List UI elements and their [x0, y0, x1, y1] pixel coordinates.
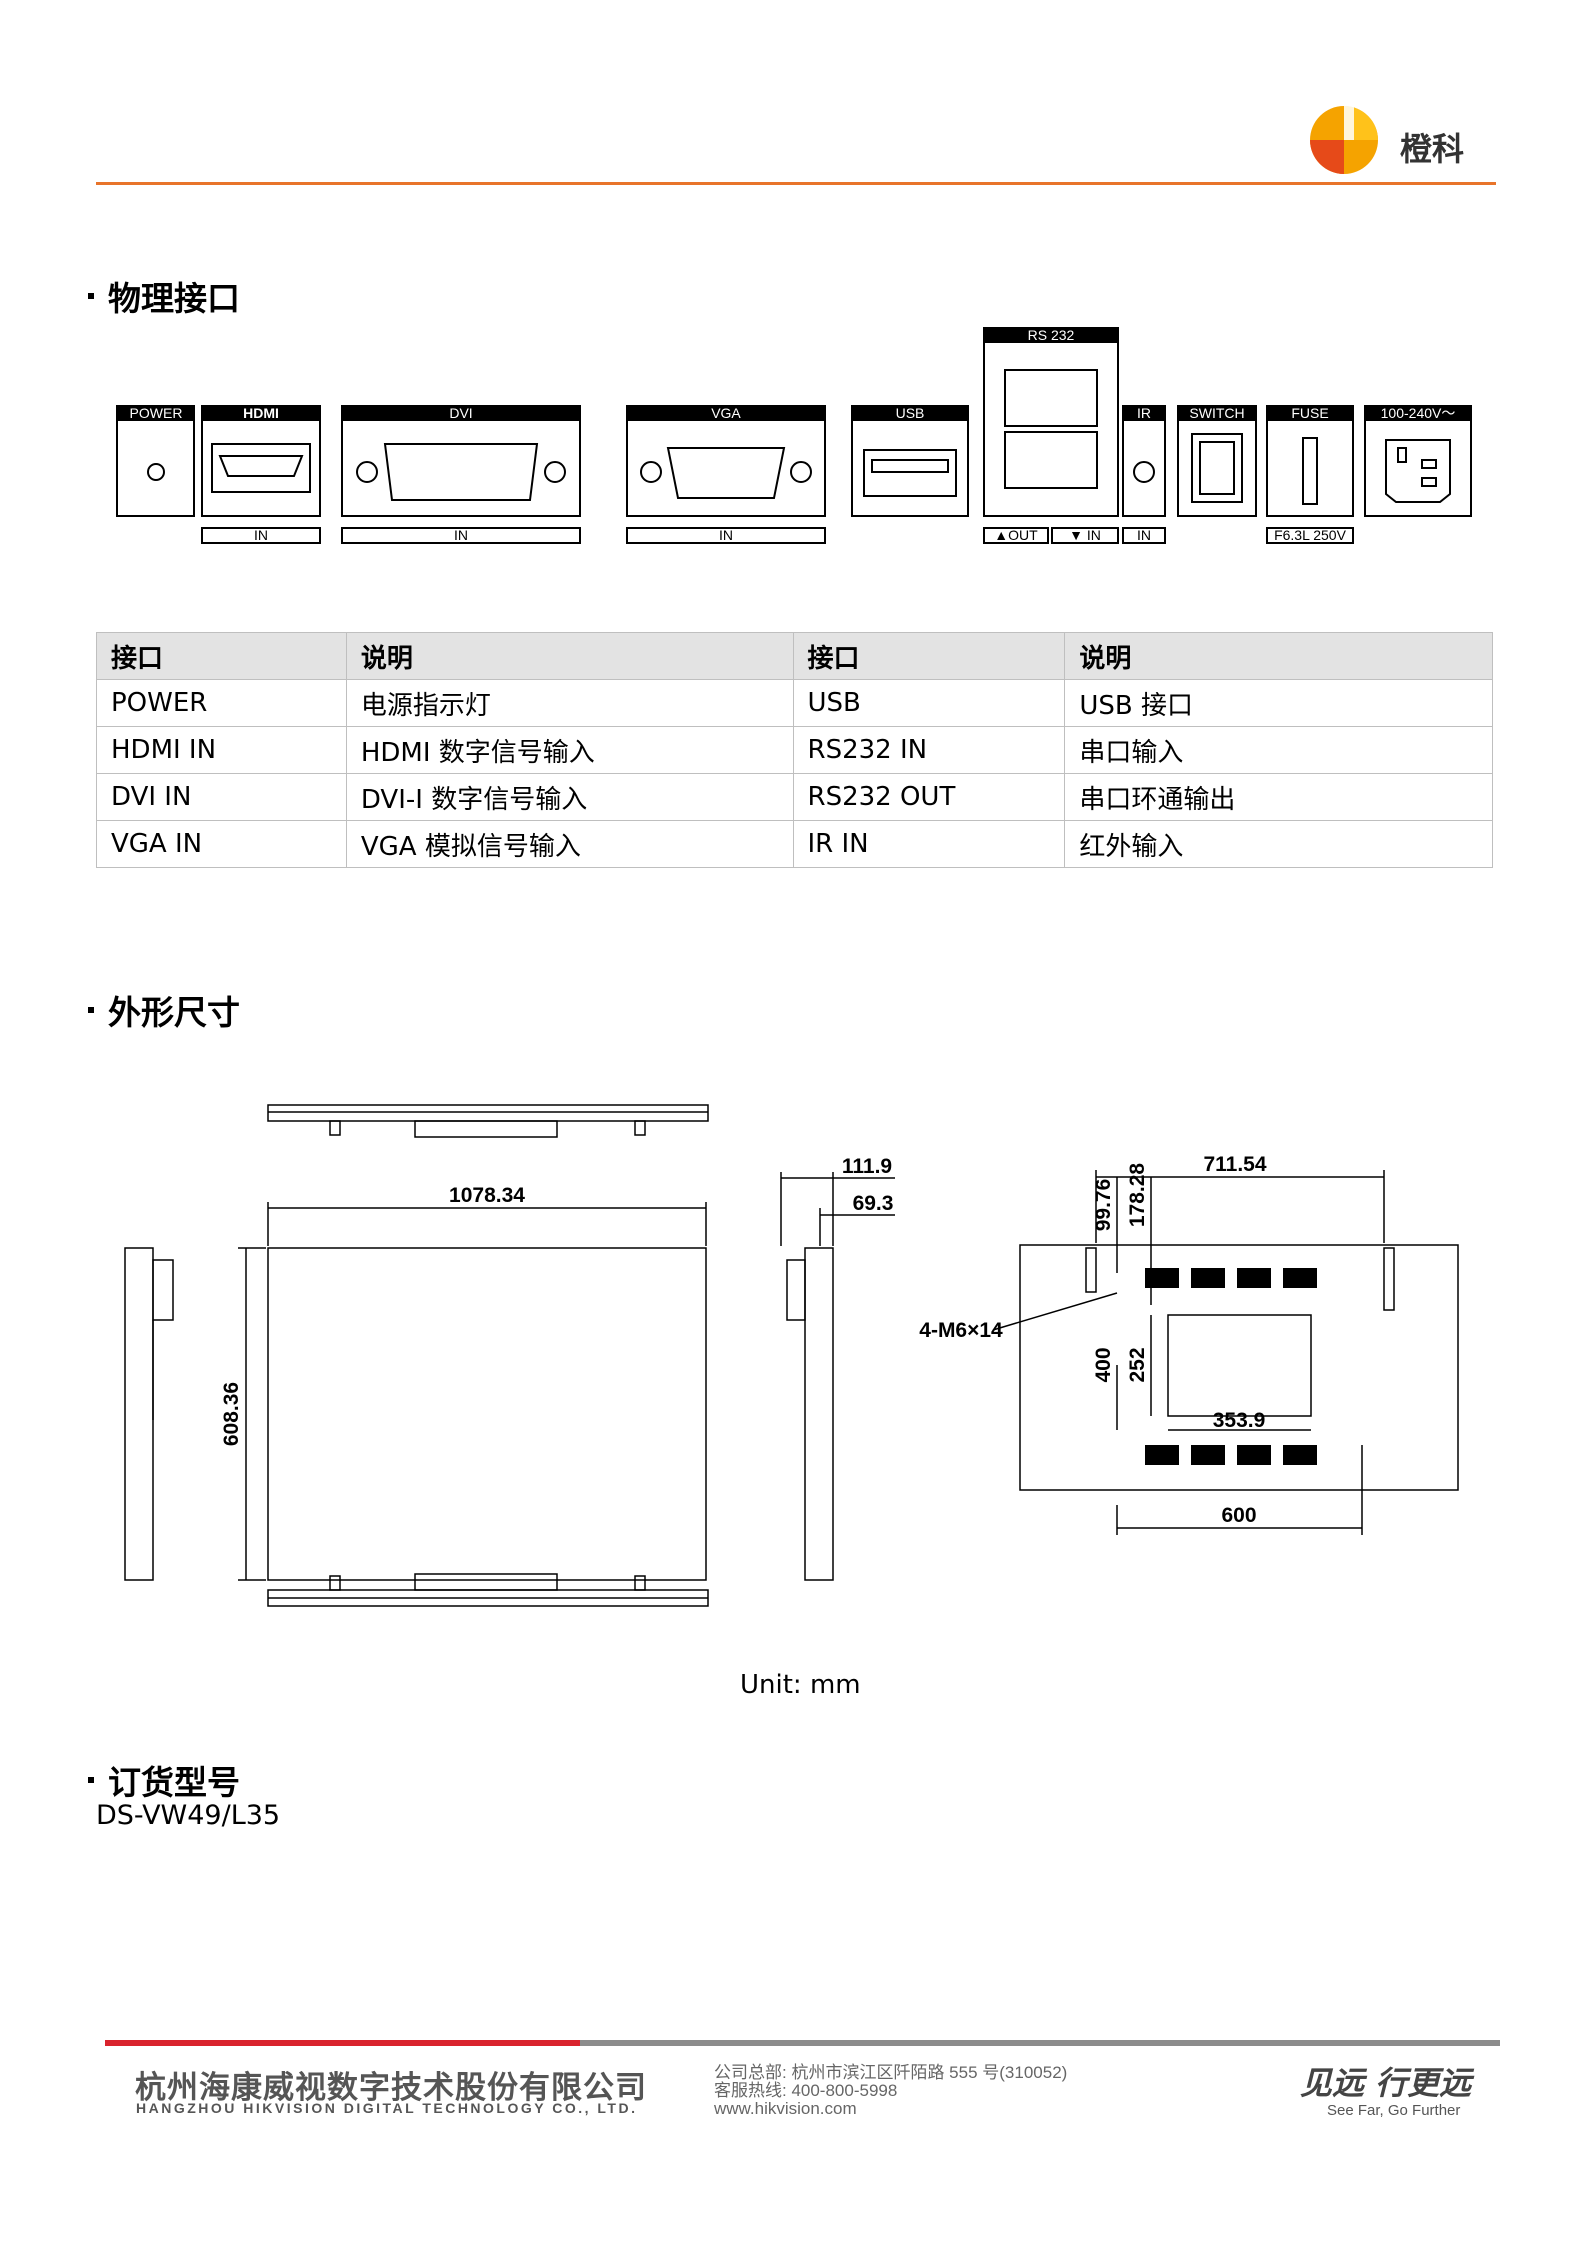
port-label-fuse: FUSE [1291, 405, 1328, 421]
dimension-drawing: 1078.34 608.36 111.9 69.3 711.54 99.76 1… [124, 1104, 1459, 1607]
port-sub-dvi: IN [454, 527, 468, 543]
section-title-text: 订货型号 [108, 1763, 240, 1802]
port-sub-hdmi: IN [254, 527, 268, 543]
header-rule [96, 182, 1496, 185]
table-row: DVI IN DVI-I 数字信号输入 RS232 OUT 串口环通输出 [96, 773, 1493, 821]
dim-depth-total: 111.9 [842, 1155, 892, 1178]
unit-label: Unit: mm [740, 1670, 861, 1700]
dim-vesa-v: 400 [1092, 1347, 1115, 1382]
dim-screw: 4-M6×14 [919, 1319, 1003, 1342]
rear-panel-diagram: POWER HDMI DVI VGA USB RS 232 IR SWITCH … [116, 327, 1472, 544]
table-cell: VGA 模拟信号输入 [345, 820, 794, 868]
port-label-dvi: DVI [449, 405, 472, 421]
dim-width: 1078.34 [449, 1184, 525, 1207]
table-cell: USB 接口 [1064, 679, 1493, 727]
table-cell: VGA IN [96, 820, 347, 868]
interface-table: 接口 说明 接口 说明 POWER 电源指示灯 USB USB 接口 HDMI … [96, 632, 1493, 868]
dim-rear-top-2: 178.28 [1126, 1163, 1149, 1228]
table-cell: HDMI IN [96, 726, 347, 774]
dim-height: 608.36 [220, 1382, 243, 1446]
section-title-text: 外形尺寸 [108, 993, 240, 1032]
dim-rear-width: 711.54 [1203, 1153, 1266, 1176]
bullet-icon [88, 1777, 94, 1783]
table-cell: USB [792, 679, 1066, 727]
table-row: VGA IN VGA 模拟信号输入 IR IN 红外输入 [96, 820, 1493, 868]
table-header: 说明 [1064, 632, 1493, 680]
slogan-cn: 见远 行更远 [1300, 2064, 1472, 2102]
port-label-rs232: RS 232 [1028, 327, 1075, 343]
port-sub-vga: IN [719, 527, 733, 543]
slogan-en: See Far, Go Further [1327, 2102, 1461, 2119]
table-cell: HDMI 数字信号输入 [345, 726, 794, 774]
table-cell: DVI-I 数字信号输入 [345, 773, 794, 821]
table-row: POWER 电源指示灯 USB USB 接口 [96, 679, 1493, 727]
port-sub-rs232-out: ▲OUT [994, 527, 1038, 543]
bullet-icon [88, 1007, 94, 1013]
dim-box-w: 353.9 [1213, 1409, 1266, 1432]
dim-vesa-h: 600 [1221, 1504, 1256, 1527]
table-cell: IR IN [792, 820, 1066, 868]
contact-info: 公司总部: 杭州市滨江区阡陌路 555 号(310052) 客服热线: 400-… [714, 2064, 1067, 2118]
dim-box-h: 252 [1126, 1347, 1149, 1382]
port-label-power: POWER [130, 405, 183, 421]
port-label-switch: SWITCH [1189, 405, 1244, 421]
port-label-usb: USB [896, 405, 925, 421]
company-name-cn: 杭州海康威视数字技术股份有限公司 [135, 2070, 647, 2106]
table-cell: 串口输入 [1064, 726, 1493, 774]
model-number: DS-VW49/L35 [96, 1800, 281, 1831]
table-header: 接口 [96, 632, 347, 680]
footer-bar-red [105, 2040, 580, 2046]
footer-bar-gray [580, 2040, 1500, 2046]
company-name-en: HANGZHOU HIKVISION DIGITAL TECHNOLOGY CO… [136, 2100, 638, 2116]
brand-logo-icon [1310, 106, 1378, 174]
table-row: HDMI IN HDMI 数字信号输入 RS232 IN 串口输入 [96, 726, 1493, 774]
dim-rear-top-1: 99.76 [1092, 1179, 1115, 1232]
table-header: 接口 [792, 632, 1066, 680]
port-sub-rs232-in: ▼ IN [1069, 527, 1101, 543]
port-sub-ir: IN [1137, 527, 1151, 543]
brand-name: 橙科 [1400, 130, 1465, 168]
table-cell: 红外输入 [1064, 820, 1493, 868]
bullet-icon [88, 293, 94, 299]
website-link[interactable]: www.hikvision.com [714, 2099, 857, 2118]
section-title-dimensions: 外形尺寸 [88, 986, 240, 1034]
table-cell: POWER [96, 679, 347, 727]
port-sub-fuse: F6.3L 250V [1274, 527, 1347, 543]
port-label-ac: 100-240V～ [1381, 405, 1456, 421]
address: 公司总部: 杭州市滨江区阡陌路 555 号(310052) [714, 2063, 1068, 2082]
dim-depth-body: 69.3 [853, 1192, 894, 1215]
section-title-ordering: 订货型号 [88, 1756, 240, 1804]
port-label-vga: VGA [711, 405, 741, 421]
table-cell: RS232 IN [792, 726, 1066, 774]
port-label-hdmi: HDMI [243, 405, 279, 421]
hotline: 客服热线: 400-800-5998 [714, 2081, 898, 2100]
table-header-row: 接口 说明 接口 说明 [96, 632, 1493, 680]
table-header: 说明 [345, 632, 794, 680]
table-cell: DVI IN [96, 773, 347, 821]
section-title-interfaces: 物理接口 [88, 272, 240, 320]
section-title-text: 物理接口 [108, 279, 240, 318]
port-label-ir: IR [1137, 405, 1151, 421]
table-cell: RS232 OUT [792, 773, 1066, 821]
table-cell: 串口环通输出 [1064, 773, 1493, 821]
table-cell: 电源指示灯 [345, 679, 794, 727]
